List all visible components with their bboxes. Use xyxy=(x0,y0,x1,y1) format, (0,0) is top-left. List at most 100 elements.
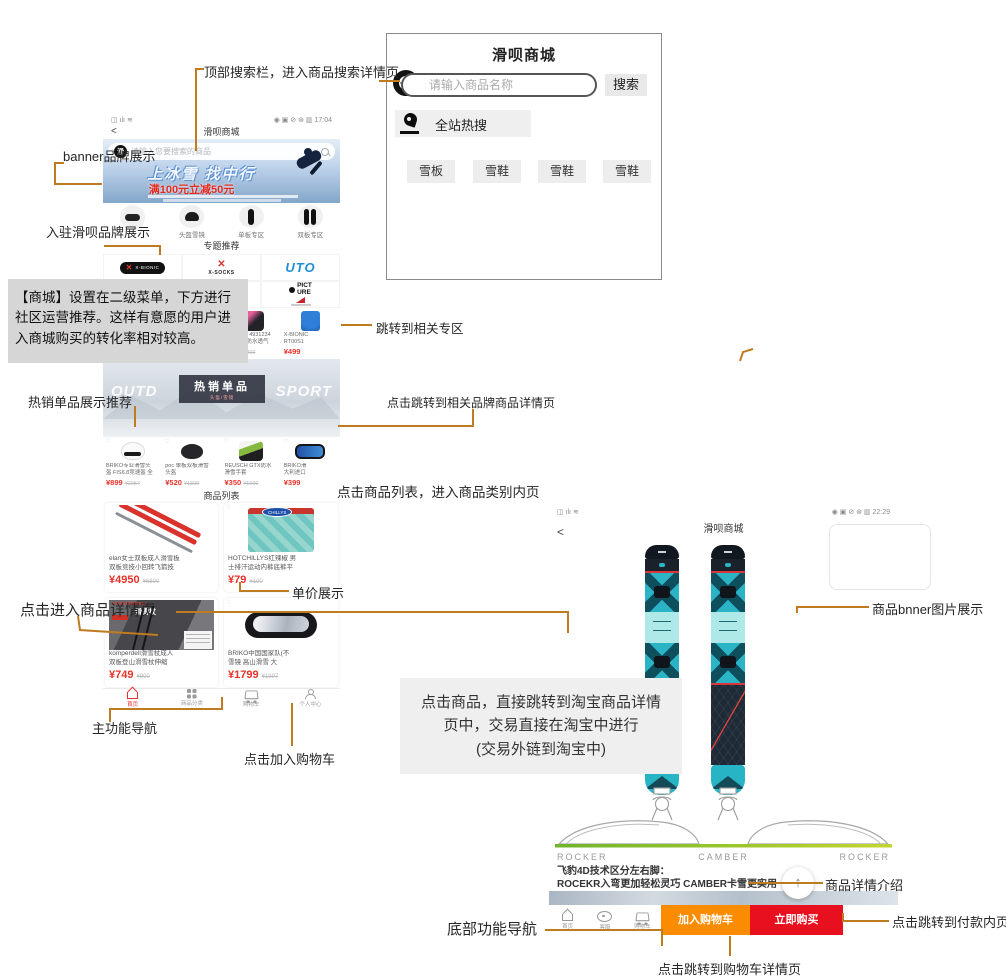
tab-home[interactable]: 首页 xyxy=(549,910,586,930)
home-icon xyxy=(127,692,139,699)
hot-product-row: ♡ BRIKO专业滑雪头盔 FIS6.8竞速盔 全 ¥899¥2057 ♡ po… xyxy=(103,437,340,490)
hot-title: 热销单品 xyxy=(194,381,250,393)
tab-cart[interactable]: 购物车 xyxy=(222,689,281,708)
product-card[interactable]: ♡ BRIKO专业滑雪头盔 FIS6.8竞速盔 全 ¥899¥2057 xyxy=(103,437,162,490)
product-search-input[interactable] xyxy=(401,73,597,97)
callout-top-search: 顶部搜索栏，进入商品搜索详情页 xyxy=(204,65,400,80)
heart-icon[interactable]: ♡ xyxy=(282,439,289,445)
chillys-logo: CHILLYS xyxy=(262,508,293,517)
product-image-goggles xyxy=(295,443,326,459)
heart-icon[interactable]: ♡ xyxy=(226,600,232,606)
product-card[interactable]: ♡ poc 单板双板滑雪头盔 ¥520¥1300 xyxy=(162,437,221,490)
note-line: 页中，交易直接在淘宝中进行 xyxy=(443,717,639,735)
product-card[interactable]: ♡ REUSCH GTX防水滑雪手套 ¥350¥1000 xyxy=(222,437,281,490)
x-icon: ✕ xyxy=(125,262,133,272)
brand-xbionic[interactable]: ✕X-BIONIC xyxy=(103,254,182,281)
status-icons-right: ◉ ▣ ⊘ ⊛ ▥ 22:29 xyxy=(831,509,890,516)
callout-product-banner: 商品bnner图片展示 xyxy=(872,602,984,617)
product-description: 飞豹4D技术区分左右脚： ROCEKR入弯更加轻松灵巧 CAMBER卡雪更实用 xyxy=(549,864,898,891)
hot-tag[interactable]: 雪鞋 xyxy=(473,160,521,183)
product-image-shirt xyxy=(300,311,320,331)
product-image-area[interactable] xyxy=(549,545,898,798)
nav-bar: < 滑呗商城 xyxy=(549,519,898,545)
search-button[interactable]: 搜索 xyxy=(605,74,647,96)
callout-banner-brand: banner品牌展示 xyxy=(63,149,156,164)
description-line: 飞豹4D技术区分左右脚： xyxy=(557,866,670,877)
product-card[interactable]: ♡ CHILLYS HOTCHILLYS红辣椒 男士排汗运动内裤底裤平 ¥79¥… xyxy=(224,503,338,592)
add-to-cart-button[interactable]: 加入购物车 xyxy=(661,905,750,935)
old-price: ¥1000 xyxy=(243,481,259,487)
category-label: 头盔雪镜 xyxy=(178,232,205,239)
old-price: ¥1997 xyxy=(261,674,279,680)
cart-icon xyxy=(243,689,259,699)
page-title: 滑呗商城 xyxy=(203,127,240,137)
hot-subtitle: 头盔/雪镜 xyxy=(209,395,235,400)
home-icon xyxy=(562,914,574,921)
hot-tag[interactable]: 雪板 xyxy=(407,160,455,183)
tab-home[interactable]: 首页 xyxy=(103,688,162,708)
tab-service[interactable]: 客服 xyxy=(586,909,623,931)
ski-right xyxy=(711,545,745,795)
product-card[interactable]: elan女士双板成人滑雪板双板竞技小回转飞箭技 ¥4950¥6600 xyxy=(105,503,218,592)
category-snowboard[interactable]: 单板专区 xyxy=(222,203,281,239)
heart-icon[interactable]: ♡ xyxy=(226,505,232,511)
hot-tag[interactable]: 雪鞋 xyxy=(603,160,651,183)
banner-caption-line xyxy=(148,195,298,198)
buy-now-button[interactable]: 立即购买 xyxy=(750,905,843,935)
connector-brand-detail xyxy=(338,409,474,427)
brand-xsocks[interactable]: ✕ X-SOCKS xyxy=(182,254,261,281)
callout-unit-price: 单价展示 xyxy=(292,586,345,601)
banner-slogan: 上冰雪 找中行 xyxy=(147,166,256,183)
back-icon[interactable]: < xyxy=(111,126,117,137)
product-name: BRIKO滑大利进口 xyxy=(283,463,307,477)
product-card[interactable]: ♡ BRIKO滑大利进口 ¥399 xyxy=(281,437,340,490)
category-row: 头盔雪镜 单板专区 双板专区 xyxy=(103,203,340,239)
product-card[interactable]: ♡ BRIKO中国国家队(不雪镜 高山滑雪 大 ¥1799¥1997 xyxy=(224,598,338,687)
product-price: ¥899¥2057 xyxy=(106,478,140,487)
back-to-top-button[interactable]: ↑ xyxy=(782,867,814,899)
brand-label: X-BIONIC xyxy=(135,265,160,270)
brand-picture[interactable]: PICT URE xyxy=(261,281,340,308)
product-name: poc 单板双板滑雪头盔 xyxy=(165,463,209,477)
back-icon[interactable]: < xyxy=(557,525,565,539)
hot-tag[interactable]: 雪鞋 xyxy=(538,160,586,183)
person-icon xyxy=(304,688,316,699)
tab-categories[interactable]: 商品分类 xyxy=(162,689,221,707)
description-line: ROCEKR入弯更加轻松灵巧 CAMBER卡雪更实用 xyxy=(557,878,777,890)
status-bar: ◫ ılı ≋ ◉ ▣ ⊘ ⊛ ▥ 22:29 xyxy=(549,505,898,519)
old-price: ¥400 xyxy=(243,350,256,356)
nav-bar: < 滑呗商城 xyxy=(103,125,340,139)
product-price: ¥350¥1000 xyxy=(224,478,259,487)
brand-uto[interactable]: UTO xyxy=(261,254,340,281)
heart-icon[interactable]: ♡ xyxy=(105,439,111,445)
category-ski[interactable]: 双板专区 xyxy=(281,203,340,239)
tab-label: 客服 xyxy=(599,925,611,931)
category-goggles[interactable] xyxy=(103,203,162,239)
product-name: elan女士双板成人滑雪板双板竞技小回转飞箭技 xyxy=(109,555,180,571)
ski-tip xyxy=(711,545,745,559)
in-app-search-bar[interactable]: 滑 请输入您要搜索的商品 xyxy=(108,143,335,160)
callout-cart-detail: 点击跳转到购物车详情页 xyxy=(658,962,802,977)
tab-label: 个人中心 xyxy=(299,701,322,708)
faint-rectangle xyxy=(829,524,931,590)
tab-cart[interactable]: 购物车 xyxy=(624,911,661,930)
watermark-right: SPORT xyxy=(275,383,332,400)
orca-icon xyxy=(289,286,296,293)
rocker-label: ROCKER xyxy=(839,852,890,862)
tab-label: 首页 xyxy=(562,924,574,930)
category-helmet[interactable]: 头盔雪镜 xyxy=(162,203,221,239)
heart-icon[interactable]: ♡ xyxy=(223,439,229,445)
heart-icon[interactable]: ♡ xyxy=(164,439,170,445)
ski-binding xyxy=(711,570,745,612)
product-name: BRIKO中国国家队(不雪镜 高山滑雪 大 xyxy=(228,650,290,666)
diagram-labels: ROCKER CAMBER ROCKER xyxy=(549,852,898,864)
product-name: REUSCH GTX防水滑雪手套 xyxy=(224,463,272,477)
category-label: 单板专区 xyxy=(238,232,265,239)
banner-promo: 满100元立减50元 xyxy=(148,184,235,196)
hot-sale-banner[interactable]: OUTD SPORT 热销单品 头盔/雪镜 xyxy=(103,359,340,437)
tab-profile[interactable]: 个人中心 xyxy=(281,688,340,708)
home-banner[interactable]: 滑 请输入您要搜索的商品 上冰雪 找中行 满100元立减50元 xyxy=(103,139,340,203)
phone-mall-home: ◫ ılı ≋ ◉ ▣ ⊘ ⊛ ▥ 17:04 < 滑呗商城 滑 请输入您要搜索… xyxy=(103,113,340,708)
